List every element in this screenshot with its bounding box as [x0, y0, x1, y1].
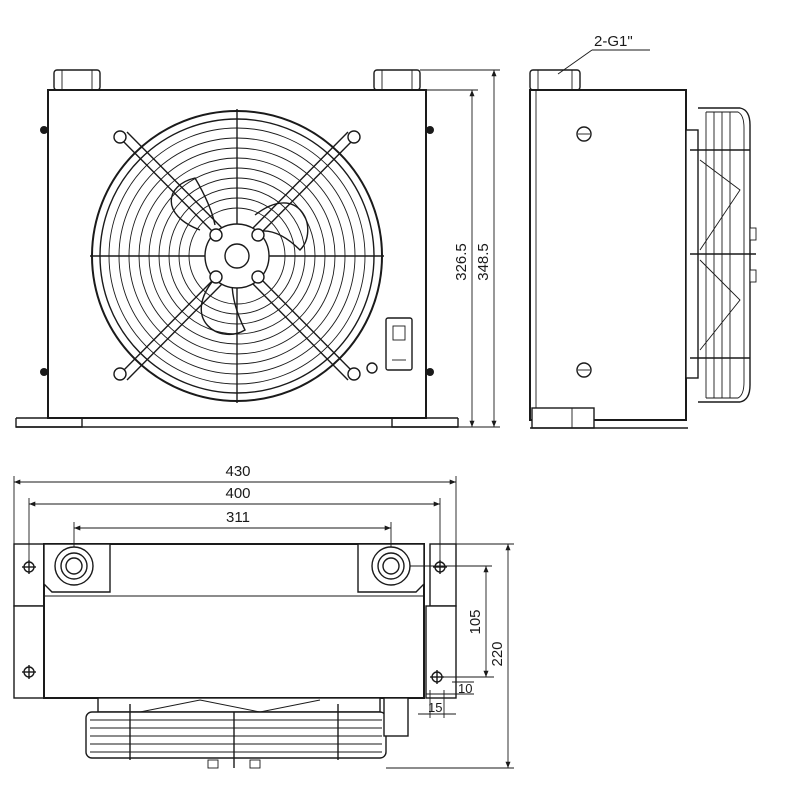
dim-height-326: 326.5 [453, 243, 470, 281]
dim-height-348: 348.5 [475, 243, 492, 281]
port-thread-label: 2-G1" [594, 33, 633, 50]
dim-depth-220: 220 [489, 641, 506, 666]
dim-width-400: 400 [225, 485, 250, 502]
top-view [13, 543, 457, 769]
dim-depth-105: 105 [467, 609, 484, 634]
side-view: 2-G1" [529, 33, 757, 429]
top-width-dimensions: 430 400 311 [13, 463, 457, 560]
dim-offset-10: 10 [458, 681, 472, 696]
dim-width-311: 311 [226, 509, 250, 526]
dim-width-430: 430 [225, 463, 250, 480]
front-view [15, 69, 459, 428]
front-height-dimensions: 326.5 348.5 [420, 69, 500, 428]
top-depth-dimensions: 105 220 10 15 [386, 543, 514, 769]
dim-offset-15: 15 [428, 700, 442, 715]
